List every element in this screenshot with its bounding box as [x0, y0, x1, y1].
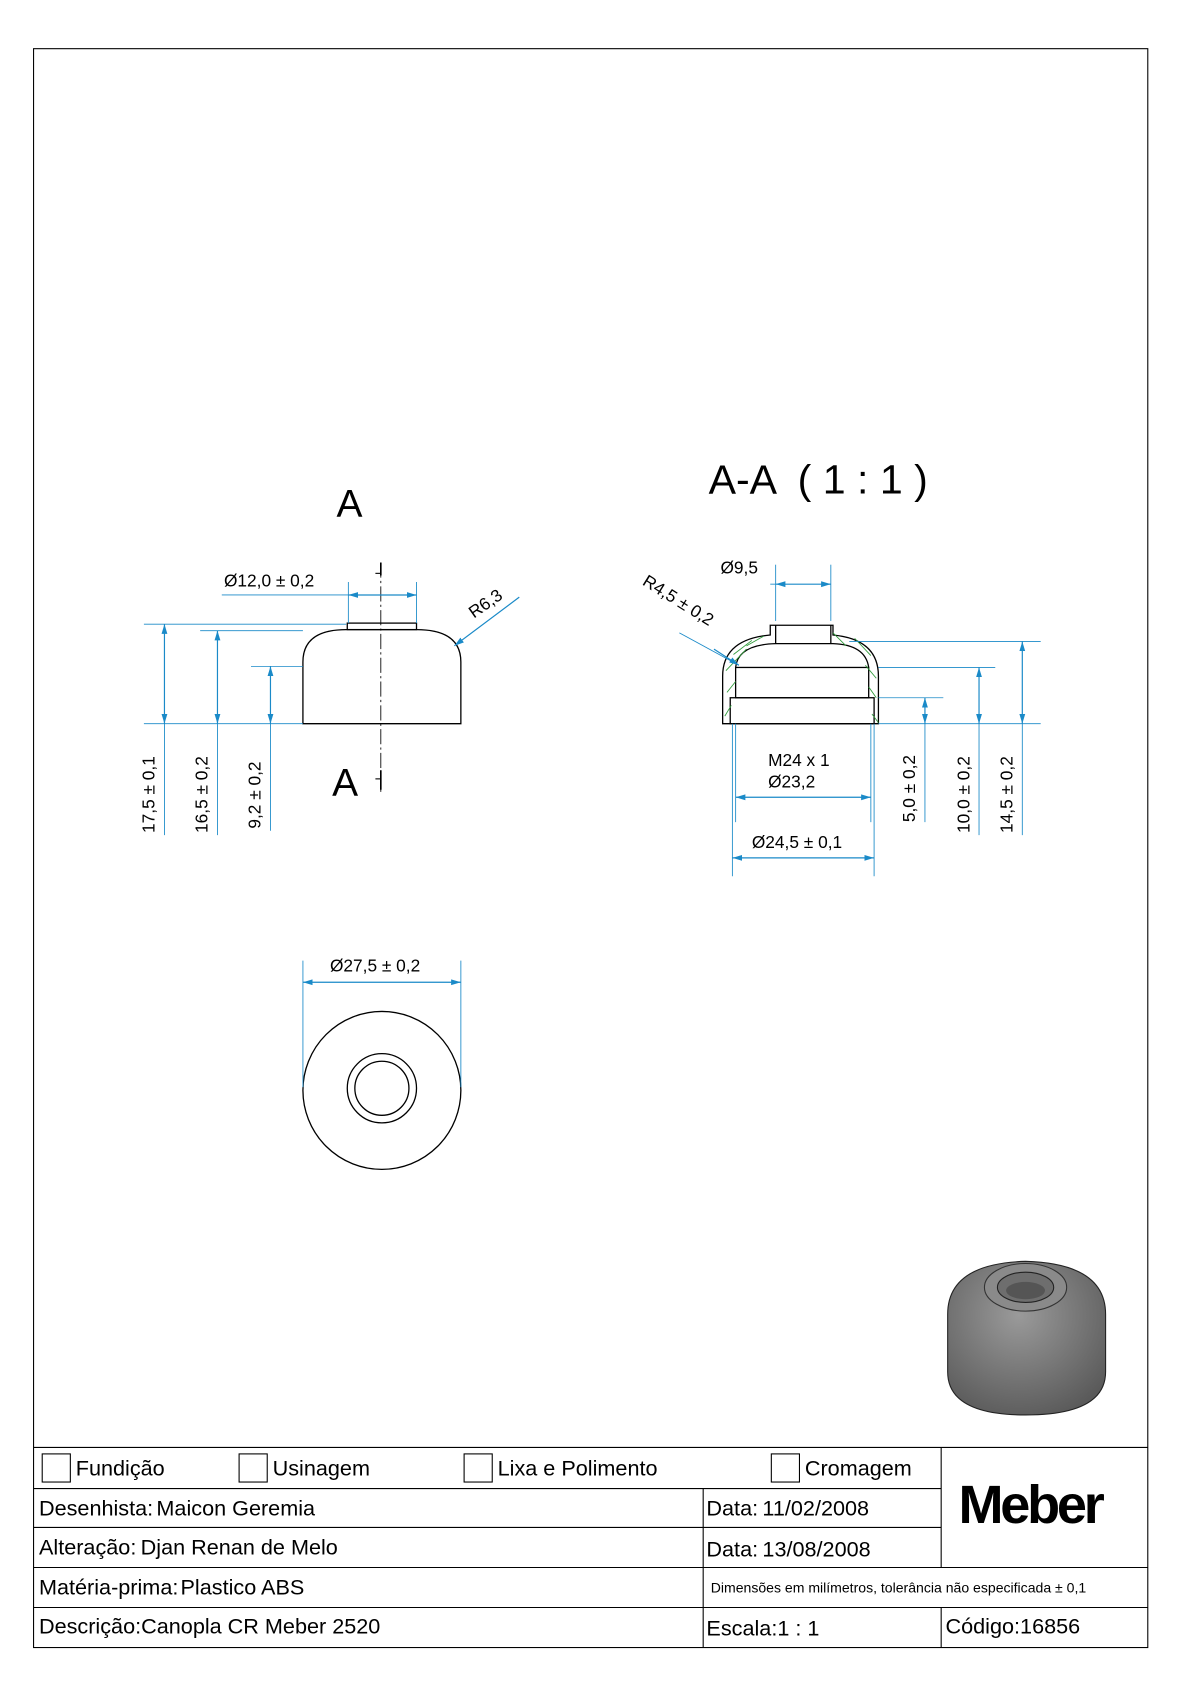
alteracao-value: Djan Renan de Melo [141, 1535, 338, 1560]
dim-thread-dia: Ø23,2 [768, 772, 815, 792]
data1-value: 11/02/2008 [762, 1496, 869, 1521]
checkbox-fundicao[interactable] [41, 1453, 71, 1483]
units-note: Dimensões em milímetros, tolerância não … [711, 1579, 1087, 1595]
dim-h3: 14,5 ± 0,2 [997, 756, 1017, 833]
dim-dia-hole: Ø9,5 [720, 557, 758, 577]
logo-meber: Meber [958, 1475, 1104, 1535]
svg-text:Código:16856: Código:16856 [945, 1613, 1080, 1638]
data1-label: Data: [706, 1496, 758, 1521]
checkbox-lixa-polimento[interactable] [463, 1453, 493, 1483]
svg-text:Matéria-prima:Plastico ABS: Matéria-prima:Plastico ABS [39, 1575, 304, 1600]
3d-render [947, 1260, 1107, 1416]
dim-thread: M24 x 1 [768, 750, 830, 770]
dim-h1: 5,0 ± 0,2 [899, 755, 919, 822]
process-usinagem: Usinagem [273, 1456, 370, 1481]
svg-text:Data:11/02/2008: Data:11/02/2008 [706, 1496, 869, 1521]
checkbox-usinagem[interactable] [238, 1453, 268, 1483]
data2-value: 13/08/2008 [762, 1537, 870, 1562]
svg-text:Alteração:Djan Renan de Melo: Alteração:Djan Renan de Melo [39, 1535, 338, 1560]
dim-height-total: 17,5 ± 0,1 [139, 756, 159, 833]
front-view: A A Ø12,0 ± 0,2 R6,3 17,5 ± 0,1 16,5 ± 0… [139, 483, 520, 836]
svg-text:Descrição:Canopla CR Meber 252: Descrição:Canopla CR Meber 2520 [39, 1613, 380, 1638]
title-block: Fundição Usinagem Lixa e Polimento Croma… [33, 1446, 1148, 1648]
svg-text:Desenhista:Maicon Geremia: Desenhista:Maicon Geremia [39, 1496, 316, 1521]
dim-dia-top: Ø12,0 ± 0,2 [224, 570, 314, 590]
dim-h2: 10,0 ± 0,2 [953, 756, 973, 833]
dim-height-body: 16,5 ± 0,2 [192, 756, 212, 833]
alteracao-label: Alteração: [39, 1535, 136, 1560]
descricao-value: Canopla CR Meber 2520 [141, 1613, 380, 1638]
dim-radius-section: R4,5 ± 0,2 [639, 571, 717, 630]
data2-label: Data: [706, 1537, 758, 1562]
process-lixa-polimento: Lixa e Polimento [498, 1456, 658, 1481]
dim-dia-outer: Ø24,5 ± 0,1 [752, 832, 842, 852]
escala-label: Escala: [706, 1616, 777, 1641]
dim-dia-top-view: Ø27,5 ± 0,2 [330, 955, 420, 975]
desenhista-label: Desenhista: [39, 1496, 153, 1521]
drawing-frame [33, 48, 1149, 1649]
top-view: Ø27,5 ± 0,2 [302, 955, 462, 1171]
descricao-label: Descrição: [39, 1613, 141, 1638]
materia-label: Matéria-prima: [39, 1575, 178, 1600]
dim-height-side: 9,2 ± 0,2 [245, 761, 265, 828]
section-title: A-A ( 1 : 1 ) [709, 456, 928, 502]
section-label-top: A [336, 483, 362, 526]
process-cromagem: Cromagem [805, 1456, 912, 1481]
svg-text:Data:13/08/2008: Data:13/08/2008 [706, 1537, 870, 1562]
section-view: A-A ( 1 : 1 ) Ø9,5 R4,5 ± 0,2 M24 x 1 Ø2… [639, 456, 1041, 877]
section-label-bottom: A [332, 762, 358, 805]
codigo-value: 16856 [1020, 1613, 1080, 1638]
materia-value: Plastico ABS [181, 1575, 305, 1600]
escala-value: 1 : 1 [777, 1616, 819, 1641]
checkbox-cromagem[interactable] [770, 1453, 800, 1483]
desenhista-value: Maicon Geremia [156, 1496, 316, 1521]
svg-text:Escala:1 : 1: Escala:1 : 1 [706, 1616, 819, 1641]
process-fundicao: Fundição [76, 1456, 165, 1481]
codigo-label: Código: [945, 1613, 1020, 1638]
dim-radius: R6,3 [465, 585, 506, 622]
